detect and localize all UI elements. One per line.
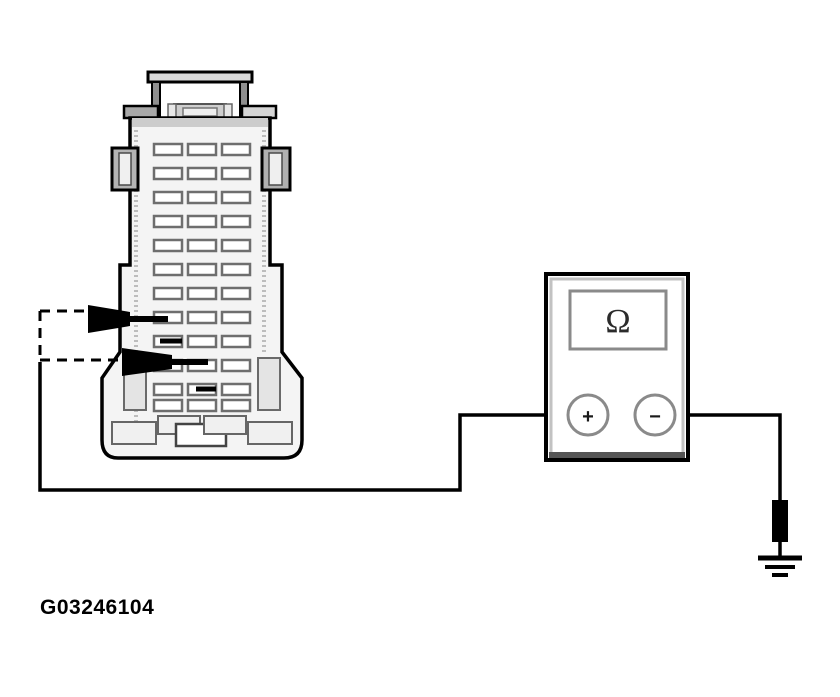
terminal-slot[interactable]	[186, 262, 218, 277]
terminal-slot[interactable]	[186, 334, 218, 349]
meter-base-shadow	[549, 452, 685, 458]
probe-tip-lower[interactable]	[122, 348, 172, 376]
wing-right-slot	[268, 152, 283, 186]
digital-multimeter[interactable]: Ω + −	[544, 272, 690, 462]
connector-bottom-keys	[111, 415, 293, 448]
key-block-4	[247, 421, 293, 445]
terminal-slot[interactable]	[186, 190, 218, 205]
connector-top-hood	[146, 70, 254, 119]
terminal-slot[interactable]	[186, 238, 218, 253]
key-block-3	[203, 415, 247, 435]
terminal-slot[interactable]	[152, 142, 184, 157]
terminal-slot[interactable]	[220, 358, 252, 373]
terminal-slot[interactable]	[186, 310, 218, 325]
terminal-slot[interactable]	[220, 238, 252, 253]
terminal-slot[interactable]	[152, 262, 184, 277]
meter-display-value: Ω	[605, 303, 630, 340]
terminal-slot[interactable]	[186, 142, 218, 157]
terminal-slot[interactable]	[152, 238, 184, 253]
key-block-1	[111, 421, 157, 445]
terminal-slot[interactable]	[220, 190, 252, 205]
figure-caption: G03246104	[40, 596, 154, 619]
terminal-slot[interactable]	[186, 398, 218, 413]
terminal-slot[interactable]	[220, 142, 252, 157]
terminal-slot[interactable]	[186, 214, 218, 229]
terminal-slot[interactable]	[152, 398, 184, 413]
terminal-slot[interactable]	[220, 166, 252, 181]
latch-window	[182, 107, 218, 117]
terminal-slot[interactable]	[220, 382, 252, 397]
hood-cap	[146, 70, 254, 84]
connector-side-wings	[110, 146, 292, 192]
terminal-slot[interactable]	[152, 166, 184, 181]
terminal-slot[interactable]	[220, 286, 252, 301]
terminal-slot[interactable]	[186, 286, 218, 301]
locking-tab	[167, 103, 233, 125]
probe-leader-lines	[38, 309, 130, 362]
terminal-slot[interactable]	[220, 214, 252, 229]
terminal-slot[interactable]	[220, 262, 252, 277]
terminal-slot[interactable]	[152, 382, 184, 397]
terminal-slot[interactable]	[152, 190, 184, 205]
flange-ear-left	[122, 104, 160, 120]
chassis-ground	[758, 500, 802, 577]
flange-ear-right	[240, 104, 278, 120]
wing-left-slot	[118, 152, 132, 186]
terminal-slot[interactable]	[186, 166, 218, 181]
lead-positive	[38, 362, 570, 492]
guide-rail-right	[257, 357, 281, 411]
terminal-slot[interactable]	[220, 334, 252, 349]
body-shoulder-band	[132, 118, 268, 127]
test-probes	[88, 305, 216, 392]
lead-negative	[660, 413, 782, 500]
terminal-slot[interactable]	[220, 398, 252, 413]
meter-display	[568, 289, 668, 351]
meter-terminal-negative[interactable]	[633, 393, 677, 437]
test-lead-wires	[38, 362, 782, 500]
terminal-slot[interactable]	[220, 310, 252, 325]
electrical-connector[interactable]	[100, 70, 304, 460]
probe-tip-upper[interactable]	[88, 305, 130, 333]
ground-probe-tip	[772, 500, 788, 542]
meter-terminal-positive-symbol: +	[582, 406, 594, 428]
terminal-slot[interactable]	[152, 286, 184, 301]
meter-terminal-negative-symbol: −	[649, 406, 661, 428]
meter-terminal-positive[interactable]	[566, 393, 610, 437]
terminal-slot[interactable]	[152, 214, 184, 229]
